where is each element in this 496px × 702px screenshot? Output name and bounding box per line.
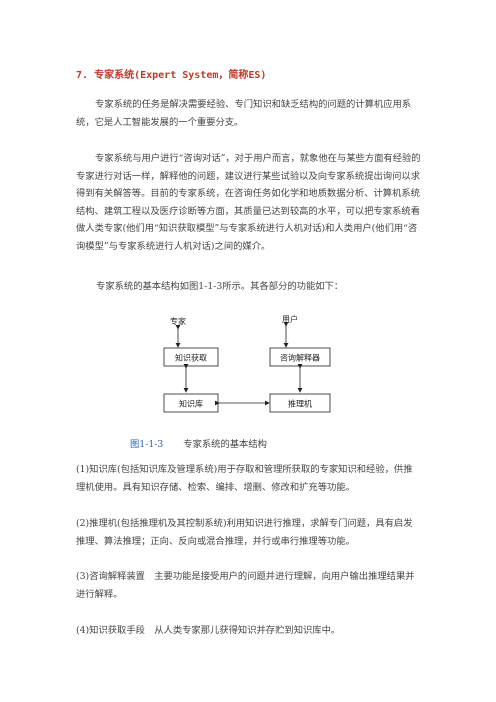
paragraph-intro: 专家系统的任务是解决需要经验、专门知识和缺乏结构的问题的计算机应用系统，它是人工…	[76, 99, 412, 128]
expert-label: 专家	[170, 316, 186, 326]
inference-engine-label: 推理机	[288, 399, 312, 409]
section-heading: 7. 专家系统(Expert System，简称ES)	[76, 66, 266, 81]
paragraph-consultation: 专家系统与用户进行“咨询对话”，对于用户而言，就象他在与某些方面有经验的专家进行…	[76, 153, 421, 252]
paragraph-structure-intro: 专家系统的基本结构如图1-1-3所示。其各部分的功能如下：	[96, 281, 344, 292]
section-title: 专家系统(Expert System，简称ES)	[94, 70, 267, 81]
expert-system-diagram: 专家 用户 知识获取 咨询解释器 知识库 推理机	[163, 314, 331, 413]
figure-number: 图1-1-3	[130, 439, 164, 450]
list-item-inference-engine: (2)推理机(包括推理机及其控制系统)利用知识进行推理，求解专门问题，具有启发推…	[76, 518, 413, 547]
list-item-knowledge-acquisition: (4)知识获取手段 从人类专家那儿获得知识并存贮到知识库中。	[76, 625, 341, 636]
figure-title: 专家系统的基本结构	[183, 439, 267, 450]
knowledge-acquisition-label: 知识获取	[175, 353, 207, 363]
section-number: 7.	[76, 70, 89, 81]
consult-interpreter-label: 咨询解释器	[280, 353, 320, 363]
figure-caption: 图1-1-3 专家系统的基本结构	[130, 436, 267, 450]
knowledge-acquisition-box	[163, 347, 219, 367]
user-label: 用户	[282, 314, 298, 324]
list-item-consult-interpreter: (3)咨询解释装置 主要功能是接受用户的问题并进行理解，向用户输出推理结果并进行…	[76, 571, 415, 600]
inference-engine-box	[269, 393, 331, 413]
list-item-knowledge-base: (1)知识库(包括知识库及管理系统)用于存取和管理所获取的专家知识和经验，供推理…	[76, 464, 413, 493]
knowledge-base-label: 知识库	[179, 399, 203, 409]
